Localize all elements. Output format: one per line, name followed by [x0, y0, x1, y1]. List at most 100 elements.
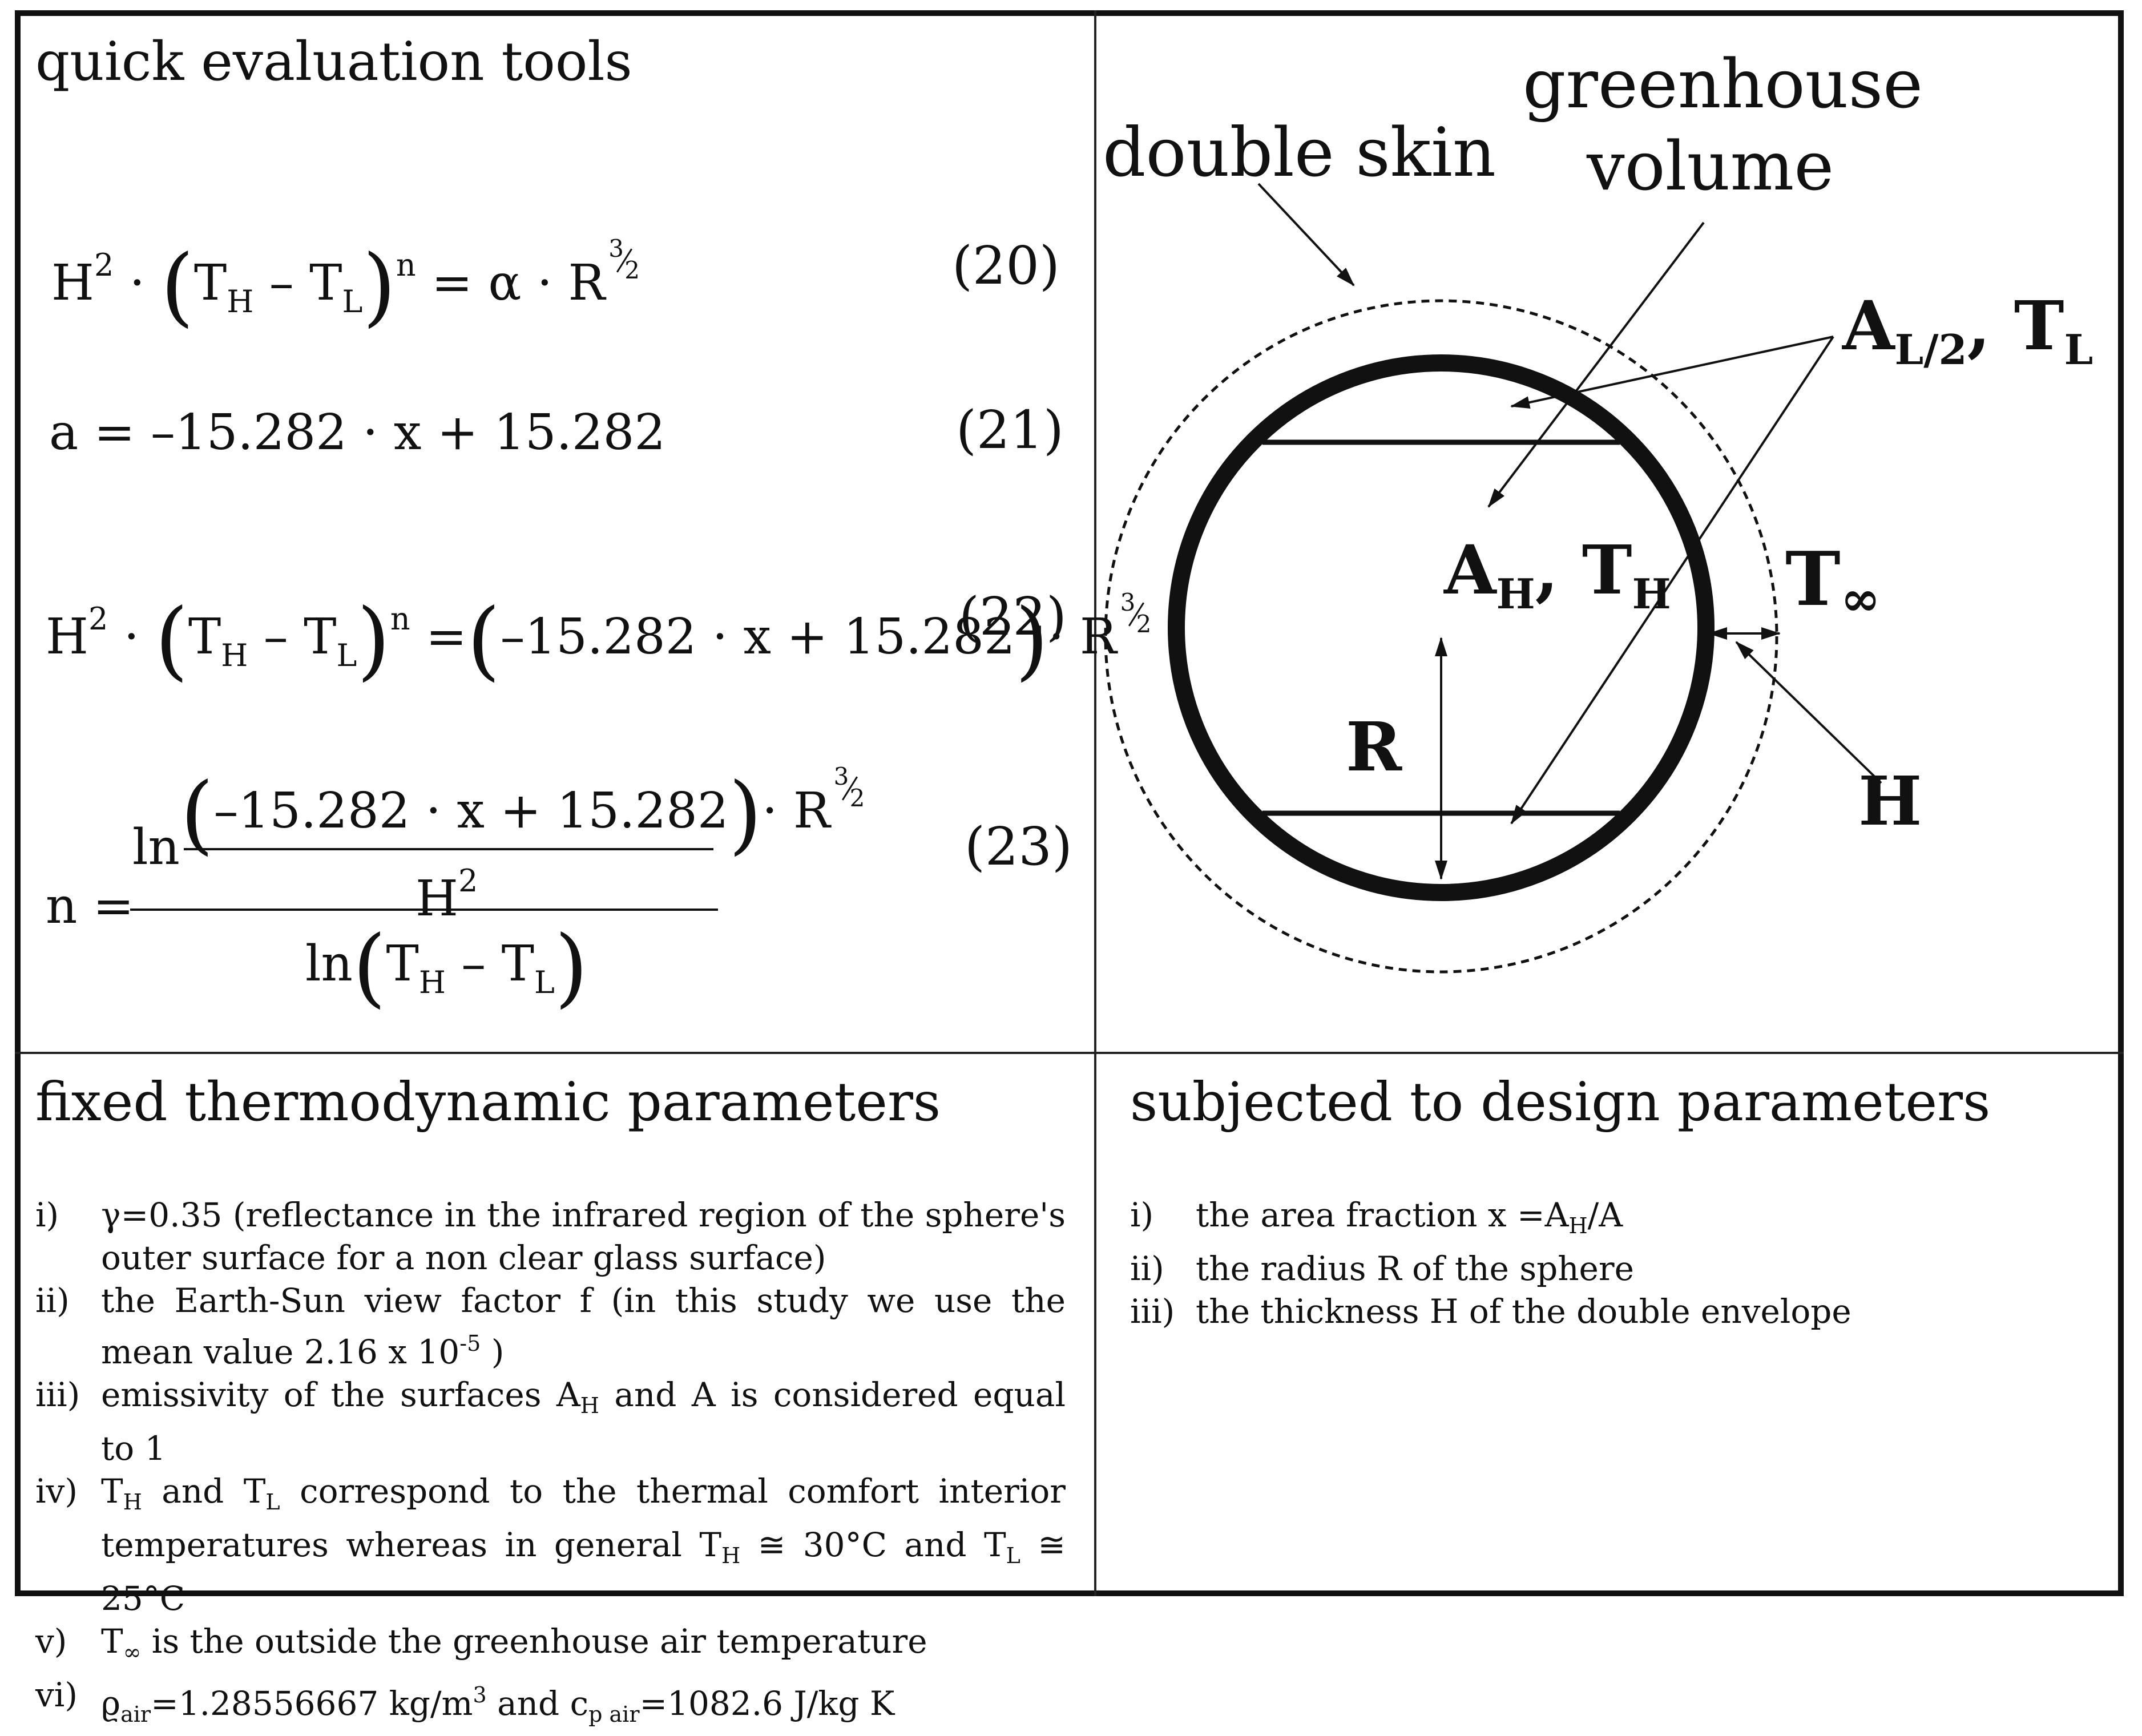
equation-21: a = –15.282 · x + 15.282: [49, 404, 666, 461]
equation-22-number: (22): [959, 586, 1067, 647]
eq23-ln-bottom: ln: [305, 935, 353, 992]
item-text: TH and TL correspond to the thermal comf…: [101, 1472, 1066, 1618]
eq23-minus: –: [461, 935, 486, 992]
double-skin-leader: [1257, 183, 1355, 286]
eq22-exp-n: n: [390, 601, 410, 637]
fixed-param-6: vi) ϱair=1.28556667 kg/m3 and cp air=1082…: [35, 1674, 1066, 1736]
equation-23-number: (23): [965, 816, 1072, 877]
eq20-H: H: [51, 255, 94, 312]
item-number: iii): [1130, 1292, 1175, 1331]
eq23-denominator: ln(TH – TL): [305, 924, 588, 1010]
thickness-label: H: [1858, 761, 1922, 841]
tinf-T: T: [1785, 535, 1841, 623]
item-number: ii): [1130, 1249, 1164, 1288]
radius-label: R: [1346, 707, 1402, 786]
item-number: iii): [35, 1375, 80, 1414]
eq23-dotR: · R: [762, 782, 830, 839]
fixed-params-heading: fixed thermodynamic parameters: [35, 1071, 941, 1133]
ah-A: A: [1444, 530, 1496, 609]
al2-leader-lower: [1510, 336, 1834, 825]
eq23-inner-fraction-bar: [184, 848, 713, 850]
al2-A: A: [1842, 286, 1895, 365]
item-text: emissivity of the surfaces AH and A is c…: [101, 1375, 1066, 1468]
item-text: γ=0.35 (reflectance in the infrared regi…: [101, 1196, 1066, 1277]
eq22-dot: ·: [123, 608, 140, 665]
eq23-rparen-b: ): [554, 918, 588, 1017]
tl-sub: L: [2064, 325, 2093, 374]
eq23-H2: H2: [416, 863, 478, 924]
al2-TL: , T: [1967, 286, 2064, 365]
eq23-TH: T: [386, 935, 419, 992]
greenhouse-label: greenhouse: [1523, 45, 1923, 123]
h-leader: [1735, 641, 1882, 784]
al2-leader-upper: [1510, 336, 1834, 409]
equation-20-number: (20): [952, 235, 1060, 296]
frac-bottom: 2: [849, 784, 865, 812]
eq22-minus: –: [263, 608, 288, 665]
fixed-param-1: i) γ=0.35 (reflectance in the infrared re…: [35, 1194, 1066, 1279]
eq20-minus: –: [269, 255, 294, 312]
equation-21-number: (21): [956, 399, 1064, 461]
eq20-sq: 2: [94, 247, 114, 283]
item-text: ϱair=1.28556667 kg/m3 and cp air=1082.6 …: [101, 1682, 895, 1727]
item-number: i): [1130, 1196, 1154, 1234]
frac-top: 3: [833, 762, 849, 790]
eq20-TH: T: [193, 255, 227, 312]
eq23-n-equals: n =: [46, 878, 134, 935]
item-number: vi): [35, 1676, 78, 1714]
eq22-sq: 2: [88, 601, 108, 637]
design-params-list: i)the area fraction x =AH/A ii) the radiu…: [1130, 1194, 2100, 1333]
eq20-rparen: ): [362, 237, 396, 336]
eq23-lparen: (: [180, 765, 214, 864]
al2-tl-label: AL/2, TL: [1842, 292, 2093, 370]
t-infinity-label: T∞: [1785, 542, 1881, 623]
fixed-param-5: v)T∞ is the outside the greenhouse air t…: [35, 1620, 1066, 1674]
design-param-2: ii) the radius R of the sphere: [1130, 1248, 2100, 1290]
eq23-lparen-b: (: [352, 918, 386, 1017]
eq22-TH: T: [188, 608, 221, 665]
eq23-TL: T: [501, 935, 534, 992]
eq23-sq: 2: [458, 863, 478, 899]
eq20-dot: ·: [129, 255, 146, 312]
eq23-H: H: [416, 870, 458, 927]
eq20-lparen: (: [160, 237, 194, 336]
eq20-rhs: = α · R: [431, 255, 606, 312]
eq23-TH-sub: H: [418, 964, 446, 1000]
sphere-diagram: [1104, 183, 1882, 974]
eq22-TL-sub: L: [336, 637, 357, 673]
fixed-param-4: iv)TH and TL correspond to the thermal c…: [35, 1470, 1066, 1620]
ah-th-label: AH, TH: [1444, 536, 1671, 615]
fixed-param-3: iii) emissivity of the surfaces AH and A …: [35, 1374, 1066, 1470]
horizontal-divider: [15, 1052, 2124, 1054]
eq22-eq: =: [425, 608, 467, 665]
double-skin-label: double skin: [1103, 113, 1496, 192]
eq22-TL: T: [304, 608, 337, 665]
frac-bottom: 2: [624, 256, 640, 284]
eq22-rparen2: ): [1015, 591, 1049, 690]
eq23-ln-top: ln: [132, 819, 180, 876]
eq20-TL-sub: L: [342, 284, 363, 320]
eq22-lparen2: (: [467, 591, 501, 690]
fixed-param-2: ii)the Earth-Sun view factor f (in this …: [35, 1279, 1066, 1374]
eq23-TL-sub: L: [534, 964, 555, 1000]
volume-label: volume: [1587, 127, 1834, 205]
sphere-circle: [1168, 354, 1715, 901]
item-number: i): [35, 1196, 59, 1234]
frac-bottom: 2: [1136, 610, 1152, 638]
eq20-TL: T: [309, 255, 342, 312]
ah-TH: , T: [1535, 530, 1632, 609]
eq20-exp-n: n: [396, 247, 416, 283]
figure-frame: [15, 10, 2124, 1596]
al2-sub: L/2: [1894, 325, 1967, 374]
eq22-inner: –15.282 · x + 15.282: [500, 608, 1015, 665]
design-param-1: i)the area fraction x =AH/A: [1130, 1194, 2100, 1248]
eq22-rparen: ): [357, 591, 390, 690]
eq23-main-fraction-bar: [130, 909, 718, 911]
greenhouse-leader: [1487, 221, 1705, 508]
item-text: the radius R of the sphere: [1196, 1249, 1634, 1288]
item-text: the Earth-Sun view factor f (in this stu…: [101, 1281, 1066, 1371]
